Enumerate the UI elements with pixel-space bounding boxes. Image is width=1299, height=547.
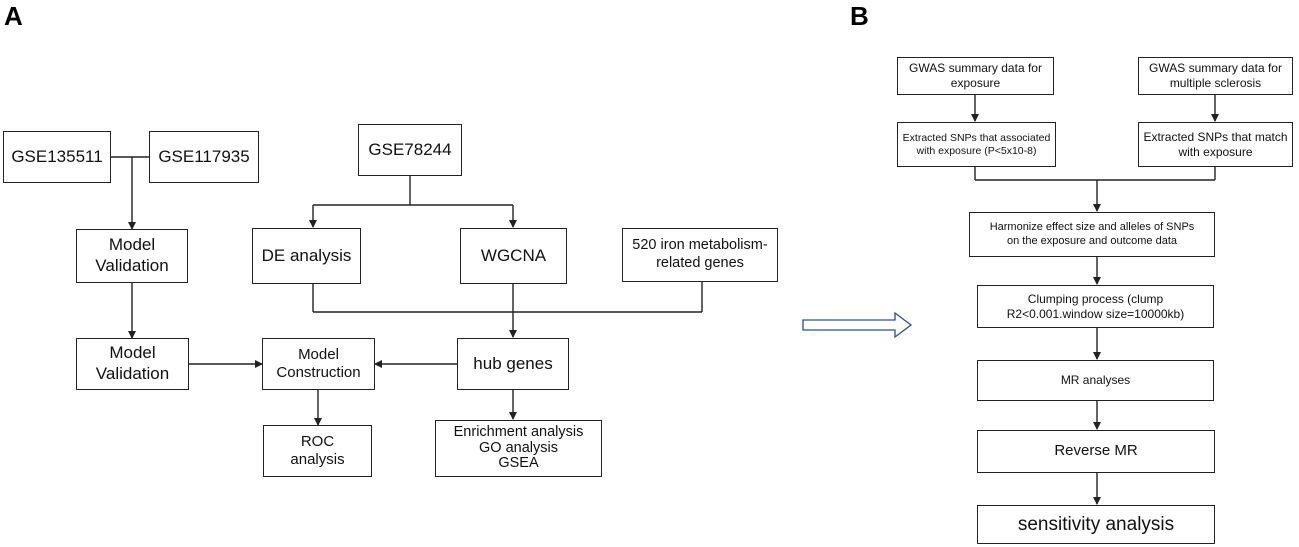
box-clumping: Clumping process (clump R2<0.001.window …	[977, 285, 1214, 328]
box-gwas-exposure: GWAS summary data for exposure	[897, 57, 1054, 95]
box-reverse-mr-label: Reverse MR	[1054, 442, 1138, 460]
box-snps-match-label: Extracted SNPs that match with exposure	[1143, 129, 1288, 159]
panel-label-b: B	[850, 1, 869, 31]
box-iron-genes: 520 iron metabolism- related genes	[622, 228, 778, 282]
box-enrichment-label: Enrichment analysis GO analysis GSEA	[453, 423, 584, 472]
box-hub-genes-label: hub genes	[473, 353, 553, 373]
box-sensitivity-label: sensitivity analysis	[1017, 513, 1175, 535]
box-iron-genes-label: 520 iron metabolism- related genes	[632, 237, 768, 271]
box-de-analysis-label: DE analysis	[261, 245, 352, 265]
box-sensitivity: sensitivity analysis	[977, 505, 1215, 544]
box-harmonize-label: Harmonize effect size and alleles of SNP…	[989, 221, 1195, 247]
box-clumping-label: Clumping process (clump R2<0.001.window …	[1006, 291, 1185, 321]
box-gse78244: GSE78244	[358, 124, 462, 176]
box-harmonize: Harmonize effect size and alleles of SNP…	[969, 212, 1215, 257]
box-wgcna: WGCNA	[460, 228, 567, 284]
box-model-construction-label: Model Construction	[276, 345, 361, 381]
box-gwas-ms-label: GWAS summary data for multiple sclerosis	[1149, 61, 1282, 90]
box-gse135511-label: GSE135511	[11, 146, 103, 166]
box-snps-exposure-label: Extracted SNPs that associated with expo…	[902, 131, 1051, 157]
box-gwas-exposure-label: GWAS summary data for exposure	[909, 61, 1042, 90]
box-gse117935-label: GSE117935	[158, 146, 250, 166]
box-model-validation-1: Model Validation	[76, 229, 188, 283]
box-model-validation-2-label: Model Validation	[95, 343, 170, 383]
box-roc-label: ROC analysis	[290, 432, 345, 468]
box-snps-match: Extracted SNPs that match with exposure	[1138, 122, 1293, 167]
box-enrichment: Enrichment analysis GO analysis GSEA	[435, 420, 602, 477]
panel-transition-arrow-icon	[802, 311, 913, 339]
panel-label-a: A	[4, 1, 23, 31]
box-roc: ROC analysis	[263, 425, 372, 477]
box-mr: MR analyses	[977, 360, 1214, 401]
box-gse135511: GSE135511	[3, 131, 111, 183]
box-gwas-ms: GWAS summary data for multiple sclerosis	[1138, 57, 1293, 95]
box-gse78244-label: GSE78244	[368, 139, 452, 159]
box-mr-label: MR analyses	[1060, 373, 1131, 388]
box-hub-genes: hub genes	[457, 338, 569, 390]
box-wgcna-label: WGCNA	[480, 245, 547, 265]
box-gse117935: GSE117935	[149, 131, 259, 183]
box-model-validation-2: Model Validation	[76, 338, 189, 390]
box-model-validation-1-label: Model Validation	[95, 235, 169, 275]
box-de-analysis: DE analysis	[252, 228, 361, 284]
box-model-construction: Model Construction	[262, 338, 375, 390]
box-snps-exposure: Extracted SNPs that associated with expo…	[897, 122, 1056, 167]
box-reverse-mr: Reverse MR	[977, 430, 1215, 473]
